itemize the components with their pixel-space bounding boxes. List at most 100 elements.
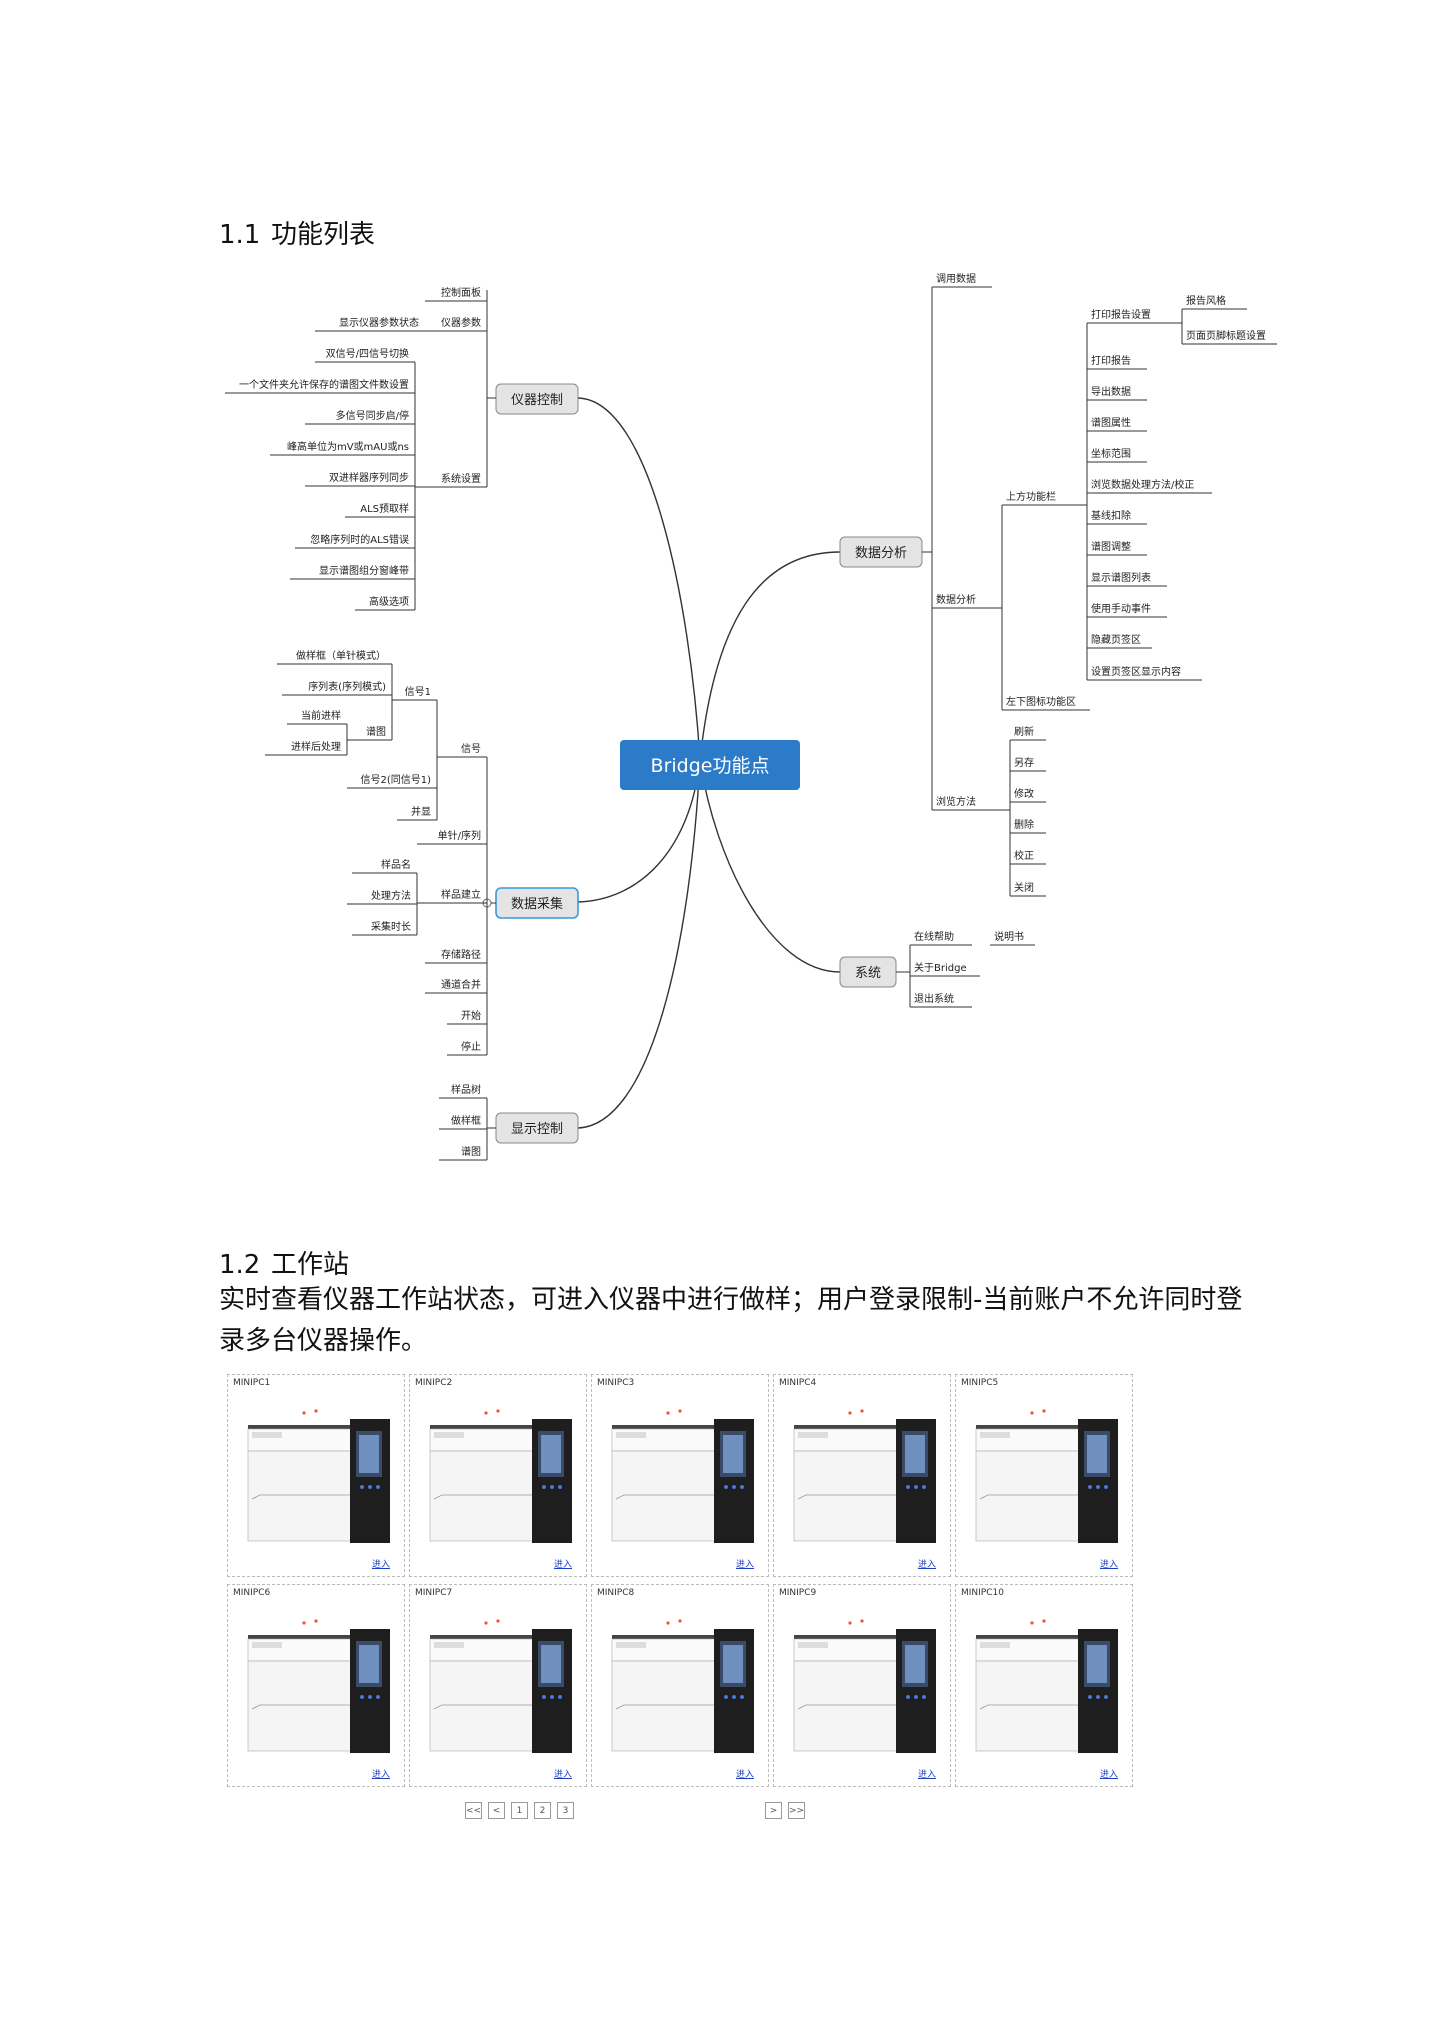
enter-workstation-link[interactable]: 进入 xyxy=(1099,1770,1118,1780)
workstation-card[interactable]: MINIPC2 进入 xyxy=(409,1374,587,1577)
mindmap-label: 做样框（单针模式） xyxy=(296,649,386,662)
pager-page-1[interactable]: 1 xyxy=(511,1802,528,1819)
mindmap-label: 基线扣除 xyxy=(1091,509,1131,522)
mindmap-label: 序列表(序列模式) xyxy=(308,680,386,693)
mindmap-label: 显示谱图组分窗峰带 xyxy=(319,564,409,577)
mindmap-label: 峰高单位为mV或mAU或ns xyxy=(287,440,409,453)
enter-workstation-link[interactable]: 进入 xyxy=(553,1560,572,1570)
mindmap-label: 开始 xyxy=(461,1009,481,1022)
pager-page-3[interactable]: 3 xyxy=(557,1802,574,1819)
workstation-name: MINIPC4 xyxy=(779,1378,817,1388)
mindmap-label: 另存 xyxy=(1014,756,1034,769)
mindmap-label: 打印报告 xyxy=(1091,354,1131,367)
mindmap-label: 显示仪器参数状态 xyxy=(339,316,419,329)
mindmap-label: 修改 xyxy=(1014,787,1034,800)
gas-chromatograph-icon xyxy=(247,1409,390,1543)
enter-workstation-link[interactable]: 进入 xyxy=(917,1770,936,1780)
mindmap-label: 单针/序列 xyxy=(438,829,481,842)
mindmap-label: 控制面板 xyxy=(441,286,481,299)
mindmap-label: 通道合并 xyxy=(441,978,481,991)
gas-chromatograph-icon xyxy=(247,1619,390,1753)
mindmap-label: 采集时长 xyxy=(371,920,411,933)
mindmap-label: 数据分析 xyxy=(936,593,976,606)
mindmap-label: 信号1 xyxy=(405,686,431,698)
enter-workstation-link[interactable]: 进入 xyxy=(735,1560,754,1570)
mindmap-label: 显示谱图列表 xyxy=(1091,571,1151,584)
mindmap-label: 进样后处理 xyxy=(291,740,341,753)
node-instrument-control[interactable] xyxy=(495,383,579,415)
enter-workstation-link[interactable]: 进入 xyxy=(553,1770,572,1780)
gas-chromatograph-icon xyxy=(611,1619,754,1753)
workstation-card[interactable]: MINIPC8 进入 xyxy=(591,1584,769,1787)
section-2-title: 工作站 xyxy=(271,1250,350,1280)
enter-workstation-link[interactable]: 进入 xyxy=(371,1770,390,1780)
workstation-card[interactable]: MINIPC1 进入 xyxy=(227,1374,405,1577)
mindmap-label: 浏览方法 xyxy=(936,795,976,808)
mindmap-label: 显示控制 xyxy=(511,1122,563,1137)
mindmap-label: ALS预取样 xyxy=(360,502,409,515)
mindmap-label: 高级选项 xyxy=(369,595,409,608)
mindmap-label: 忽略序列时的ALS错误 xyxy=(310,533,409,546)
mindmap-label: 一个文件夹允许保存的谱图文件数设置 xyxy=(239,378,409,391)
mindmap-label: 在线帮助 xyxy=(914,930,954,943)
enter-workstation-link[interactable]: 进入 xyxy=(371,1560,390,1570)
pager-last-button[interactable]: >> xyxy=(788,1802,805,1819)
mindmap-label: 页面页脚标题设置 xyxy=(1186,329,1266,342)
pager-next-button[interactable]: > xyxy=(765,1802,782,1819)
mindmap-label: 样品树 xyxy=(451,1083,481,1096)
mindmap-label: 谱图 xyxy=(461,1145,481,1158)
enter-workstation-link[interactable]: 进入 xyxy=(1099,1560,1118,1570)
mindmap-label: 数据采集 xyxy=(511,896,563,912)
pager-right: > >> xyxy=(765,1802,805,1819)
mindmap-label: 刷新 xyxy=(1014,725,1034,738)
mindmap-label: 样品建立 xyxy=(441,888,481,901)
mindmap-label: 双进样器序列同步 xyxy=(329,471,409,484)
mindmap-label: 上方功能栏 xyxy=(1006,490,1056,503)
mindmap-label: 仪器控制 xyxy=(511,393,563,408)
section-2-number: 1.2 xyxy=(219,1250,261,1280)
pager-prev-button[interactable]: < xyxy=(488,1802,505,1819)
workstation-name: MINIPC9 xyxy=(779,1588,817,1598)
mindmap-label: 说明书 xyxy=(994,930,1024,943)
gas-chromatograph-icon xyxy=(611,1409,754,1543)
mindmap-label: 系统 xyxy=(855,966,881,981)
enter-workstation-link[interactable]: 进入 xyxy=(735,1770,754,1780)
pager-page-2[interactable]: 2 xyxy=(534,1802,551,1819)
mindmap-label: 左下图标功能区 xyxy=(1006,695,1076,708)
pager-first-button[interactable]: << xyxy=(465,1802,482,1819)
enter-workstation-link[interactable]: 进入 xyxy=(917,1560,936,1570)
workstation-name: MINIPC1 xyxy=(233,1378,271,1388)
workstation-card[interactable]: MINIPC9 进入 xyxy=(773,1584,951,1787)
mindmap-label: 当前进样 xyxy=(301,709,341,722)
mindmap-label: 存储路径 xyxy=(441,948,481,961)
mindmap-label: 双信号/四信号切换 xyxy=(326,347,409,360)
mindmap-label: 打印报告设置 xyxy=(1091,308,1151,321)
mindmap-label: 多信号同步启/停 xyxy=(336,409,409,422)
mindmap-label: 处理方法 xyxy=(371,889,411,902)
mindmap-label: 删除 xyxy=(1014,818,1034,831)
mindmap-label: 停止 xyxy=(461,1040,481,1053)
workstation-card[interactable]: MINIPC4 进入 xyxy=(773,1374,951,1577)
mindmap-label: 信号2(同信号1) xyxy=(360,774,431,786)
gas-chromatograph-icon xyxy=(793,1619,936,1753)
gas-chromatograph-icon xyxy=(975,1409,1118,1543)
workstation-name: MINIPC8 xyxy=(597,1588,635,1598)
gas-chromatograph-icon xyxy=(429,1619,572,1753)
function-mindmap: Bridge功能点仪器控制控制面板仪器参数系统设置显示仪器参数状态双信号/四信号… xyxy=(225,272,1277,1161)
center-node[interactable] xyxy=(620,740,800,790)
branch-curve xyxy=(699,759,841,973)
workstation-name: MINIPC2 xyxy=(415,1378,453,1388)
gas-chromatograph-icon xyxy=(793,1409,936,1543)
section-1-title: 功能列表 xyxy=(271,220,376,250)
branch-curve xyxy=(699,551,841,761)
mindmap-label: 关闭 xyxy=(1014,881,1034,894)
mindmap-label: 样品名 xyxy=(381,858,411,871)
mindmap-label: 数据分析 xyxy=(855,546,907,561)
